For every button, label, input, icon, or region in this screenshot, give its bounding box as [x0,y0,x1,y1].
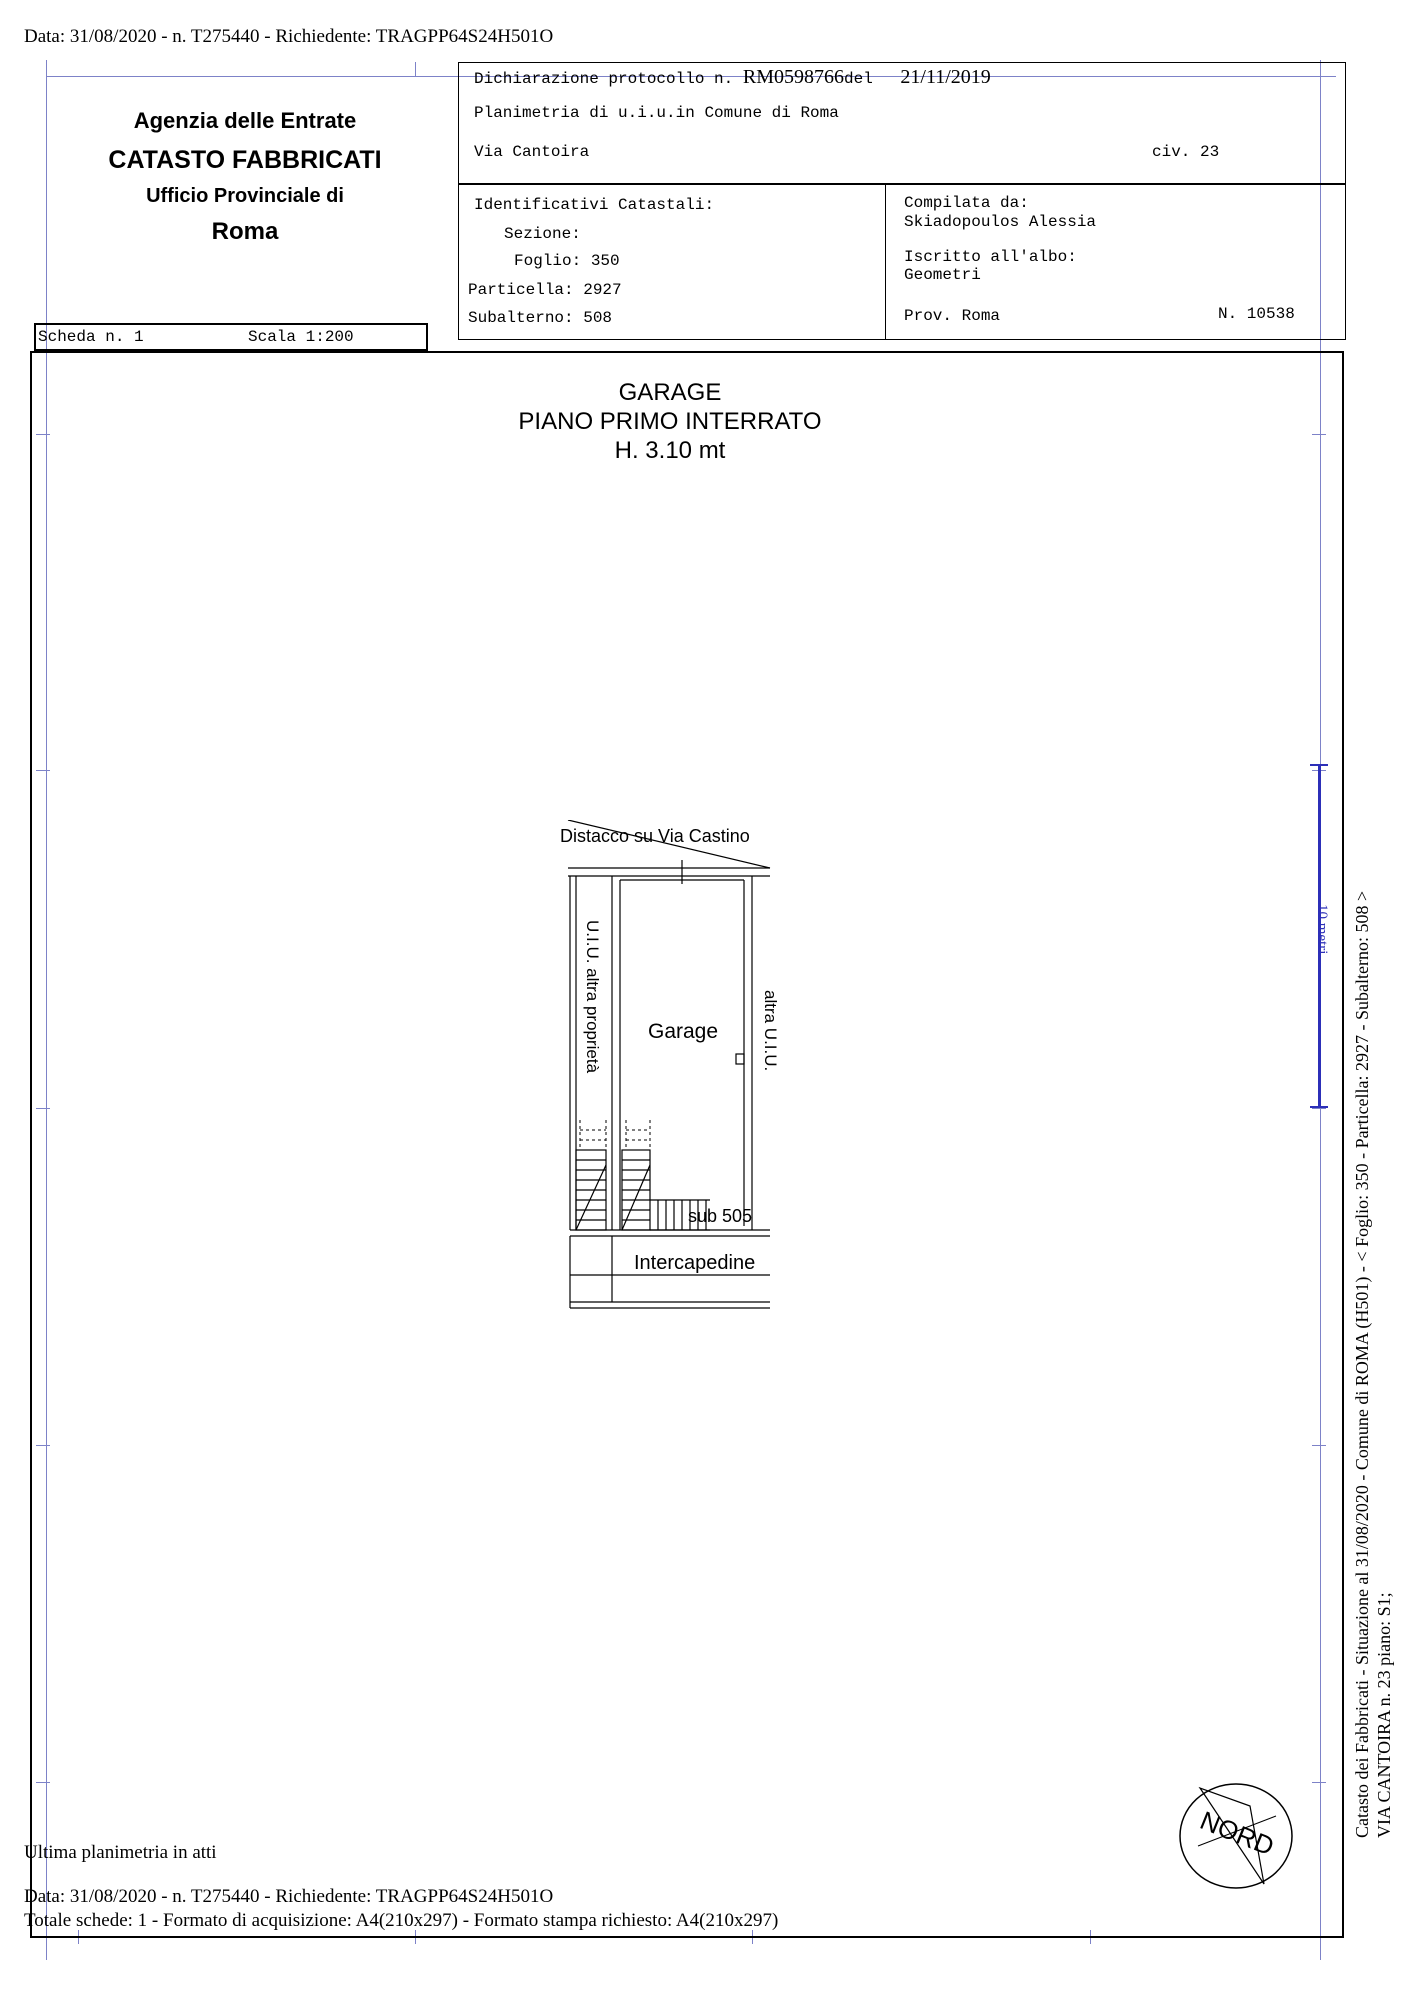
sub-label: sub 505 [688,1206,753,1226]
protocol-label: Dichiarazione protocollo n. [474,70,734,88]
albo-label: Iscritto all'albo: [904,248,1077,266]
province: Prov. Roma [904,307,1001,325]
frame-tick [36,1108,50,1109]
declaration-box [458,62,1346,184]
identifiers-title: Identificativi Catastali: [474,196,715,214]
planimetria-line: Planimetria di u.i.u.in Comune di Roma [474,104,839,122]
identifiers-divider [885,184,886,340]
ultima-planimetria: Ultima planimetria in atti [24,1842,217,1863]
request-info-bottom: Data: 31/08/2020 - n. T275440 - Richiede… [24,1886,554,1907]
north-label: NORD [1196,1805,1278,1861]
subalterno-field: Subalterno: 508 [468,309,613,327]
civic-number: civ. 23 [1152,143,1220,161]
scheda-box [34,323,428,351]
protocol-del-label: del [843,70,873,88]
particella-field: Particella: 2927 [468,281,622,299]
intercapedine-label: Intercapedine [634,1252,756,1274]
agency-name: Agenzia delle Entrate [133,108,357,133]
foglio-field: Foglio: 350 [514,252,620,270]
frame-tick [1312,434,1326,435]
right-unit-label: altra U.I.U. [761,990,780,1072]
left-unit-label: U.I.U. altra proprietà [583,920,602,1074]
scale-value: Scala 1:200 [248,328,354,346]
side-address-line: VIA CANTOIRA n. 23 piano: S1; [1374,1592,1394,1838]
frame-tick [36,1445,50,1446]
frame-tick [36,770,50,771]
plan-title-garage: GARAGE [618,379,722,406]
north-arrow: NORD [1179,1783,1293,1889]
scale-bar-cap-top [1310,764,1328,766]
totale-schede: Totale schede: 1 - Formato di acquisizio… [24,1910,779,1931]
frame-tick [1312,1445,1326,1446]
frame-top-line [46,76,1336,77]
plan-title-height: H. 3.10 mt [614,437,726,464]
registration-number: N. 10538 [1218,305,1295,323]
catasto-title: CATASTO FABBRICATI [108,146,382,174]
declaration-protocol: Dichiarazione protocollo n. RM0598766del… [474,66,991,89]
scale-bar [1318,764,1321,1108]
garage-room-label: Garage [648,1020,719,1043]
frame-tick [1312,1782,1326,1783]
request-info-top: Data: 31/08/2020 - n. T275440 - Richiede… [24,26,554,47]
scheda-number: Scheda n. 1 [38,328,144,346]
street-line: Via Cantoira [474,143,590,161]
plan-title-floor: PIANO PRIMO INTERRATO [518,408,822,435]
sezione-field: Sezione: [504,225,581,243]
albo-value: Geometri [904,266,981,284]
scale-bar-label: 10 metri [1314,904,1330,955]
side-situation-line: Catasto dei Fabbricati - Situazione al 3… [1352,890,1372,1838]
frame-tick [1312,1108,1326,1109]
frame-left-line [46,60,47,1960]
scale-bar-cap-bottom [1310,1106,1328,1108]
protocol-date: 21/11/2019 [900,66,991,88]
ufficio-label: Ufficio Provinciale di [146,185,344,207]
frame-tick [415,62,416,76]
drawing-frame [30,351,1344,1938]
frame-tick [36,1782,50,1783]
protocol-number: RM0598766 [742,66,844,88]
distacco-label: Distacco su Via Castino [560,826,750,846]
floor-plan [567,820,771,1309]
compiler-name: Skiadopoulos Alessia [904,213,1097,231]
frame-tick [36,434,50,435]
identifiers-box [458,184,1346,340]
ufficio-city: Roma [211,218,279,245]
compiled-by-label: Compilata da: [904,194,1029,212]
